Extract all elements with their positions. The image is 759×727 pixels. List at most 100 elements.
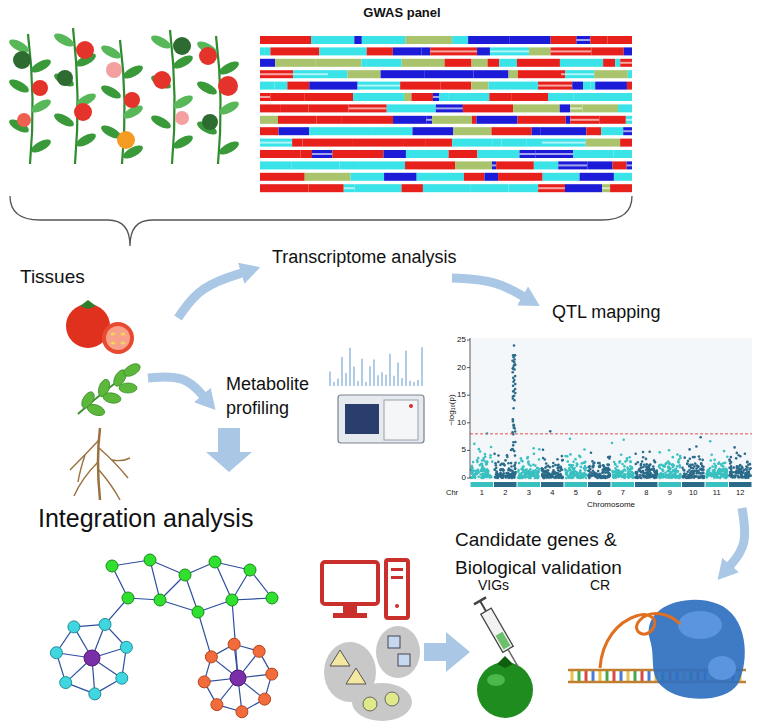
snp-point (579, 466, 582, 469)
genotype-segment (361, 59, 366, 67)
genotype-stripe (436, 107, 463, 109)
snp-point (588, 465, 591, 468)
genotype-segment (405, 36, 452, 44)
chromosome-strip (565, 482, 588, 487)
plant-leaf (171, 133, 195, 151)
snp-point (712, 472, 715, 475)
genotype-segment (287, 82, 309, 90)
snp-point (545, 465, 548, 468)
snp-point (471, 467, 474, 470)
snp-point (529, 474, 532, 477)
instrument-panel (345, 404, 379, 434)
snp-point (497, 454, 500, 457)
genotype-segment (509, 36, 550, 44)
genotype-segment (453, 127, 491, 135)
snp-point (737, 475, 740, 478)
snp-point (661, 470, 664, 473)
snp-point (721, 464, 724, 467)
dna-rung (648, 671, 651, 681)
snp-point (512, 426, 515, 429)
spectrum-peak (413, 382, 414, 386)
snp-point (634, 476, 637, 479)
snp-point (575, 462, 578, 465)
genotype-stripe (344, 187, 355, 189)
text-label: −log₁₀(p) (447, 394, 456, 425)
genotype-segment (400, 82, 440, 90)
tomato-plant (195, 36, 241, 164)
plant-leaf (29, 57, 53, 75)
snp-point (698, 475, 701, 478)
genotype-stripe (260, 96, 270, 98)
snp-point (664, 475, 667, 478)
snp-point (649, 469, 652, 472)
genotype-segment (599, 116, 626, 124)
snp-point (708, 474, 711, 477)
genotype-segment (627, 82, 632, 90)
genotype-segment (260, 93, 270, 101)
snp-point (583, 461, 586, 464)
snp-point (545, 474, 548, 477)
snp-point (494, 468, 497, 471)
genotype-segment (529, 47, 550, 55)
spectrum-peak (329, 372, 330, 386)
snp-point (490, 446, 493, 449)
manhattan-plot (467, 338, 752, 487)
snp-point (513, 394, 516, 397)
snp-point (700, 463, 703, 466)
snp-point (698, 476, 701, 479)
network-node (99, 618, 111, 630)
genotype-segment (484, 173, 498, 181)
snp-point (605, 467, 608, 470)
genotype-segment (381, 70, 425, 78)
dna-rung (599, 671, 602, 681)
snp-point (647, 465, 650, 468)
snp-point (472, 470, 475, 473)
network-node (154, 594, 166, 606)
snp-point (526, 457, 529, 460)
snp-point (687, 477, 690, 480)
snp-point (557, 469, 560, 472)
snp-point (519, 473, 522, 476)
snp-point (529, 471, 532, 474)
snp-point (527, 460, 530, 463)
flow-arrow (178, 272, 245, 318)
tomato-cut (102, 322, 134, 354)
text-label: 15 (457, 390, 466, 399)
genotype-segment (490, 47, 529, 55)
tomato-fruit (106, 62, 122, 78)
snp-point (545, 462, 548, 465)
snp-point (472, 461, 475, 464)
snp-point (477, 476, 480, 479)
tomato-seed (111, 332, 116, 335)
snp-point (639, 466, 642, 469)
flow-arrow (452, 278, 526, 298)
snp-point (748, 472, 751, 475)
snp-point (589, 475, 592, 478)
genotype-segment (445, 59, 472, 67)
genotype-stripe (620, 62, 632, 64)
snp-point (556, 476, 559, 479)
snp-point (591, 460, 594, 463)
genotype-segment (615, 59, 620, 67)
spectrum-peak (401, 378, 402, 386)
genotype-segment (499, 59, 517, 67)
genotype-segment (623, 127, 632, 135)
snp-point (737, 454, 740, 457)
plant-leaf (99, 83, 123, 101)
snp-point (556, 467, 559, 470)
tomato-plant (149, 30, 195, 164)
text-label: Metabolite profiling (226, 372, 338, 420)
snp-point (506, 454, 509, 457)
snp-point (494, 476, 497, 479)
genotype-stripe (542, 142, 586, 144)
snp-point (549, 466, 552, 469)
snp-point (591, 472, 594, 475)
snp-point (543, 458, 546, 461)
snp-point (513, 368, 516, 371)
genotype-segment (576, 36, 590, 44)
snp-point (694, 462, 697, 465)
network-node (266, 668, 278, 680)
genotype-segment (548, 93, 574, 101)
snp-point (488, 476, 491, 479)
